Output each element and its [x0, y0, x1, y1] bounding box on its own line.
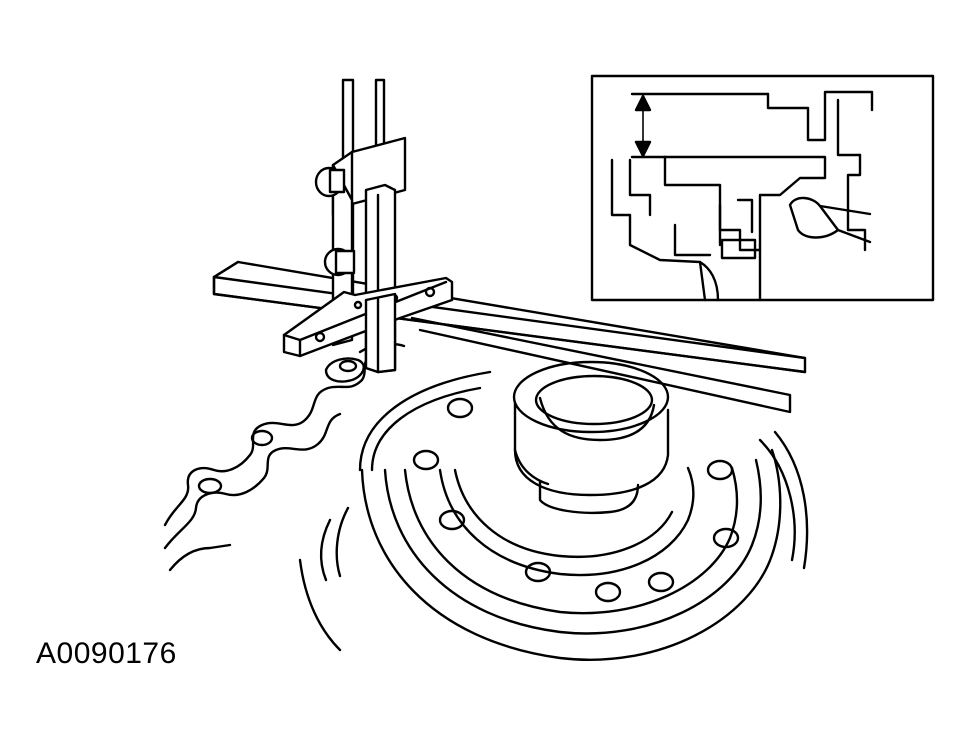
bearing-hub: [512, 360, 670, 515]
inset-detail: [590, 74, 935, 302]
housing-flange: [163, 342, 406, 572]
differential-case: [298, 370, 809, 661]
straight-edge: [212, 260, 807, 414]
height-gauge: [282, 78, 454, 374]
figure-id-label: A0090176: [36, 637, 177, 670]
